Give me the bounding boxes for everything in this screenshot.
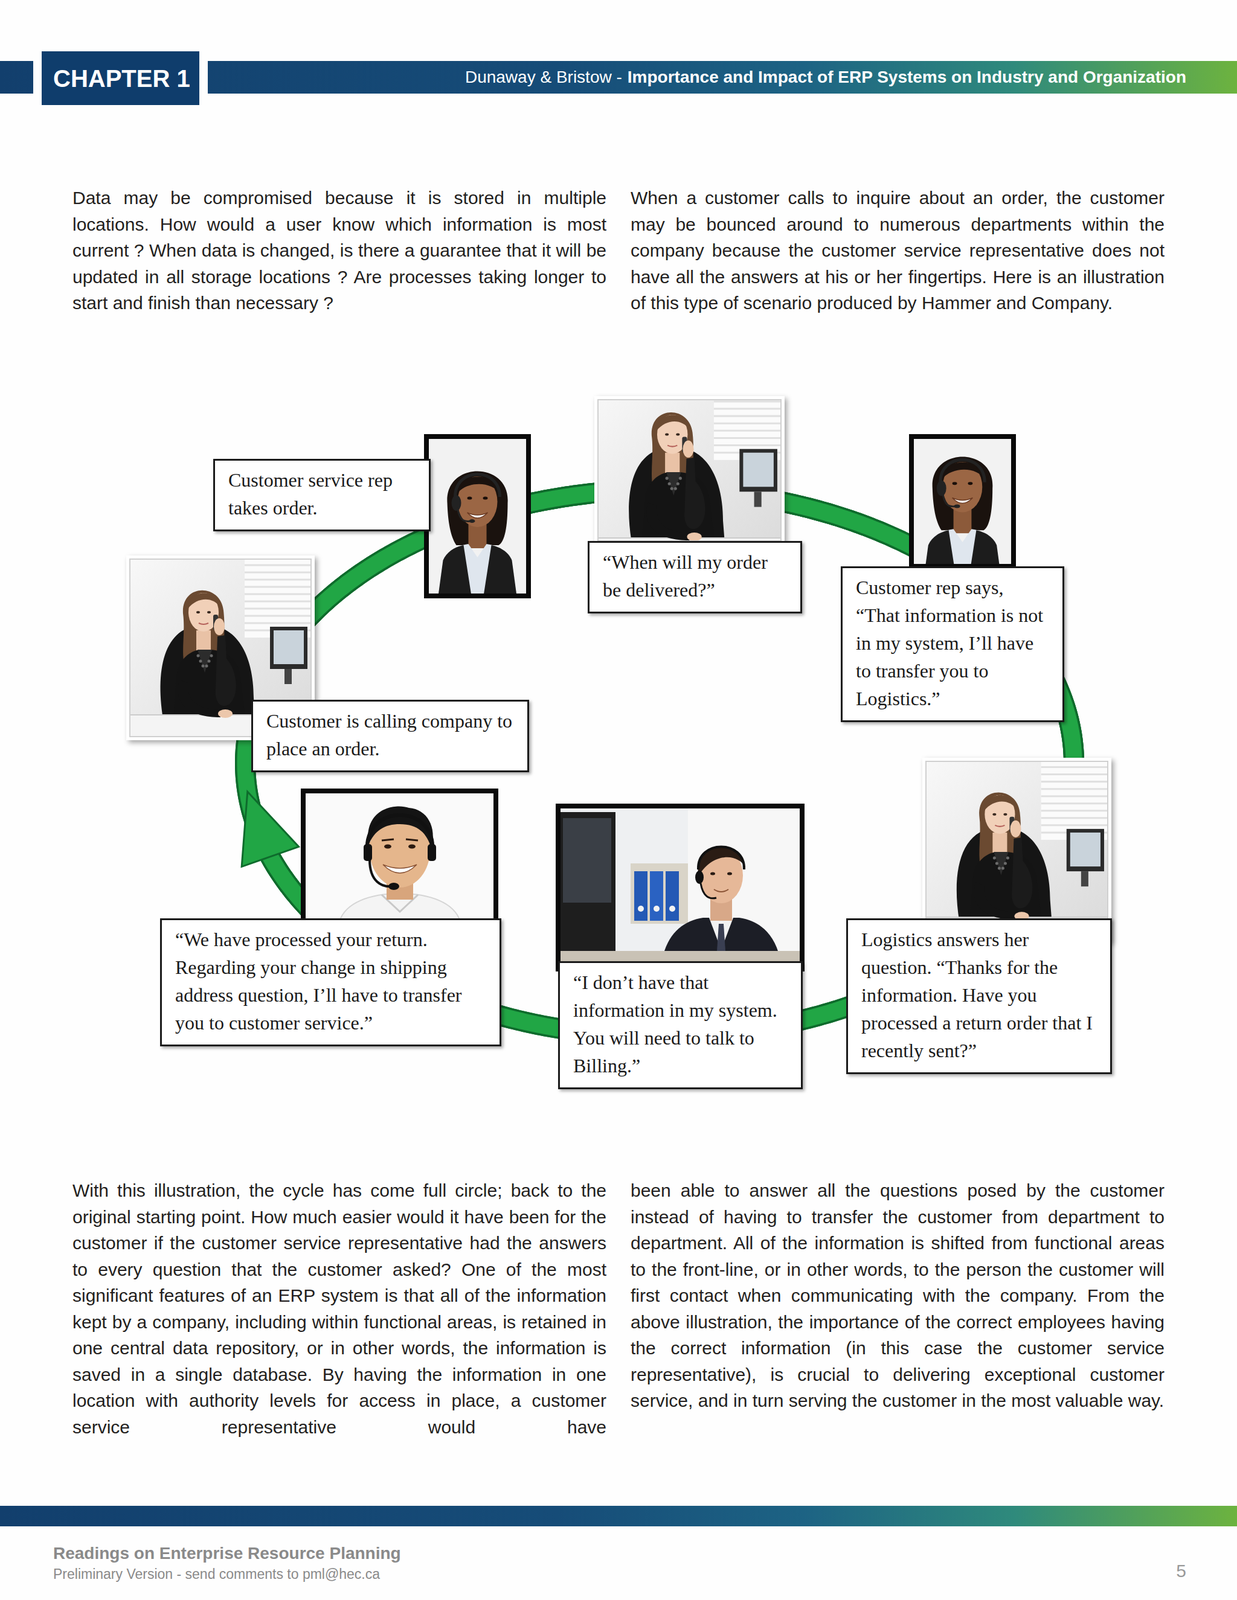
body-paragraph-holder: With this illustration, the cycle has co… [72, 1177, 607, 1441]
caption-box: “I don’t have that information in my sys… [558, 961, 803, 1090]
returns-photo [303, 791, 496, 922]
caption-box: “We have processed your return. Regardin… [160, 918, 502, 1047]
footer-book-title-holder: Readings on Enterprise Resource Planning [53, 1544, 658, 1564]
caption-text: “I don’t have that information in my sys… [573, 968, 788, 1080]
footer-note-holder: Preliminary Version - send comments to p… [53, 1566, 658, 1584]
photo-rep [426, 436, 530, 597]
photo-frame [911, 436, 1014, 567]
body-paragraph: When a customer calls to inquire about a… [630, 184, 1165, 317]
footer-book-title: Readings on Enterprise Resource Planning [53, 1544, 658, 1564]
photo-billing [558, 806, 803, 970]
chapter-heading: CHAPTER 1 [53, 63, 191, 94]
caption-text: Customer rep says, “That information is … [855, 573, 1050, 713]
photo-frame [597, 399, 781, 542]
body-paragraph: Data may be compromised because it is st… [72, 184, 607, 317]
body-paragraph-holder: When a customer calls to inquire about a… [630, 184, 1165, 317]
page-number: 5 [1135, 1561, 1187, 1582]
rep-photo [911, 422, 1014, 581]
body-paragraph: With this illustration, the cycle has co… [72, 1177, 607, 1441]
body-paragraph: been able to answer all the questions po… [630, 1177, 1165, 1415]
caption-text: “When will my order be delivered?” [602, 548, 788, 605]
caption-box: Logistics answers her question. “Thanks … [846, 918, 1112, 1075]
body-paragraph-holder: been able to answer all the questions po… [630, 1177, 1165, 1415]
chapter-tab: CHAPTER 1 [41, 51, 200, 106]
photo-frame [558, 806, 803, 970]
caption-box: Customer service rep takes order. [213, 459, 431, 532]
photo-customer [922, 758, 1112, 943]
arrowhead [241, 791, 299, 867]
caption-box: Customer is calling company to place an … [251, 700, 530, 773]
footer-note: Preliminary Version - send comments to p… [53, 1566, 658, 1584]
billing-photo [558, 806, 803, 970]
photo-frame [303, 791, 496, 922]
photo-frame [426, 436, 529, 597]
photo-returns [303, 791, 496, 922]
page-number-holder: 5 [1135, 1561, 1187, 1582]
caption-box: “When will my order be delivered?” [587, 541, 803, 614]
caption-box: Customer rep says, “That information is … [840, 566, 1065, 723]
running-header: Dunaway & Bristow -Importance and Impact… [465, 61, 1187, 94]
caption-text: Logistics answers her question. “Thanks … [861, 925, 1097, 1065]
photo-customer [594, 381, 785, 561]
running-title: Importance and Impact of ERP Systems on … [627, 67, 1187, 87]
footer-bar [0, 1506, 1237, 1527]
photo-frame [925, 761, 1108, 940]
caption-text: “We have processed your return. Regardin… [175, 925, 487, 1038]
customer-photo [925, 761, 1108, 940]
photo-rep [911, 422, 1014, 581]
body-paragraph-holder: Data may be compromised because it is st… [72, 184, 607, 317]
caption-text: Customer is calling company to place an … [266, 707, 515, 763]
caption-text: Customer service rep takes order. [228, 466, 416, 522]
rep-photo [426, 436, 530, 597]
photo-mount [922, 758, 1112, 943]
customer-photo [597, 381, 781, 561]
running-author: Dunaway & Bristow - [465, 67, 623, 87]
